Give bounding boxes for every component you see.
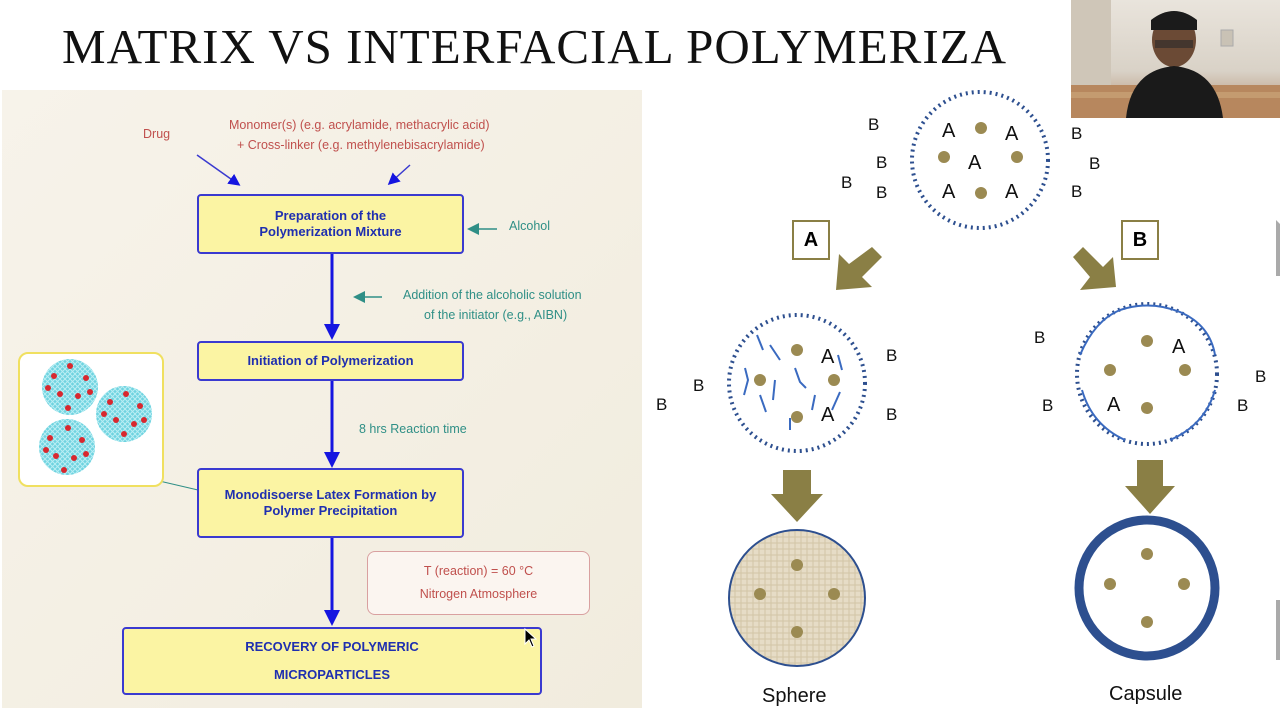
mouse-cursor-icon <box>524 627 538 648</box>
alcohol-label: Alcohol <box>509 219 550 233</box>
capsule-droplet <box>1075 302 1219 446</box>
outer-letter: B <box>1089 154 1101 173</box>
presenter-webcam <box>1071 0 1280 118</box>
monomer-letter: A <box>1005 181 1019 203</box>
monomer-letter: A <box>821 346 835 368</box>
monomer-letter: A <box>942 181 956 203</box>
matrix-droplet <box>727 313 867 453</box>
step-recovery-line2: MICROPARTICLES <box>273 667 391 682</box>
monomer-letter: A <box>1172 336 1186 358</box>
outer-letter: B <box>1042 396 1054 415</box>
reaction-conditions-box: T (reaction) = 60 °C Nitrogen Atmosphere <box>367 551 590 615</box>
precursor-droplet <box>910 90 1050 230</box>
condition-temperature: T (reaction) = 60 °C <box>423 564 534 578</box>
step-recovery-line1: RECOVERY OF POLYMERIC <box>245 639 419 654</box>
outer-letter: B <box>1071 124 1083 143</box>
step-preparation-box: Preparation of the Polymerization Mixtur… <box>197 194 464 254</box>
drug-label: Drug <box>143 127 171 141</box>
monomer-letter: A <box>968 152 982 174</box>
outer-letter: B <box>886 346 898 365</box>
outer-letter: B <box>868 115 880 134</box>
addition-label-line2: of the initiator (e.g., AIBN) <box>424 308 568 322</box>
outer-letter: B <box>1237 396 1249 415</box>
step-latex-box: Monodisoerse Latex Formation by Polymer … <box>197 468 464 538</box>
capsule-product <box>1074 515 1220 661</box>
step-recovery-box: RECOVERY OF POLYMERIC MICROPARTICLES <box>122 627 542 695</box>
reaction-time-label: 8 hrs Reaction time <box>359 422 467 436</box>
outer-letter: B <box>1034 328 1046 347</box>
monomer-letter: A <box>1107 394 1121 416</box>
step-initiation-box: Initiation of Polymerization <box>197 341 464 381</box>
particle-cluster-icon <box>18 352 164 487</box>
slide-title: MATRIX VS INTERFACIAL POLYMERIZA <box>62 19 1007 74</box>
route-a-tag: A <box>792 220 830 260</box>
outer-letter: B <box>876 153 888 172</box>
monomer-label-line2: + Cross-linker (e.g. methylenebisacrylam… <box>237 138 485 152</box>
outer-letter: B <box>1255 367 1267 386</box>
olive-arrow-icon <box>771 247 1175 522</box>
outer-letter: B <box>693 376 705 395</box>
outer-letter: B <box>886 405 898 424</box>
monomer-letter: A <box>821 404 835 426</box>
outer-letter: B <box>1071 182 1083 201</box>
addition-label-line1: Addition of the alcoholic solution <box>403 288 582 302</box>
route-b-tag: B <box>1121 220 1159 260</box>
sphere-product <box>728 529 866 667</box>
sphere-label: Sphere <box>762 685 827 707</box>
outer-letter: B <box>876 183 888 202</box>
outer-letter: B <box>656 395 668 414</box>
monomer-label-line1: Monomer(s) (e.g. acrylamide, methacrylic… <box>229 118 490 132</box>
condition-atmosphere: Nitrogen Atmosphere <box>419 587 538 601</box>
monomer-letter: A <box>1005 123 1019 145</box>
outer-letter: B <box>841 173 853 192</box>
monomer-letter: A <box>942 120 956 142</box>
capsule-label: Capsule <box>1109 683 1183 705</box>
